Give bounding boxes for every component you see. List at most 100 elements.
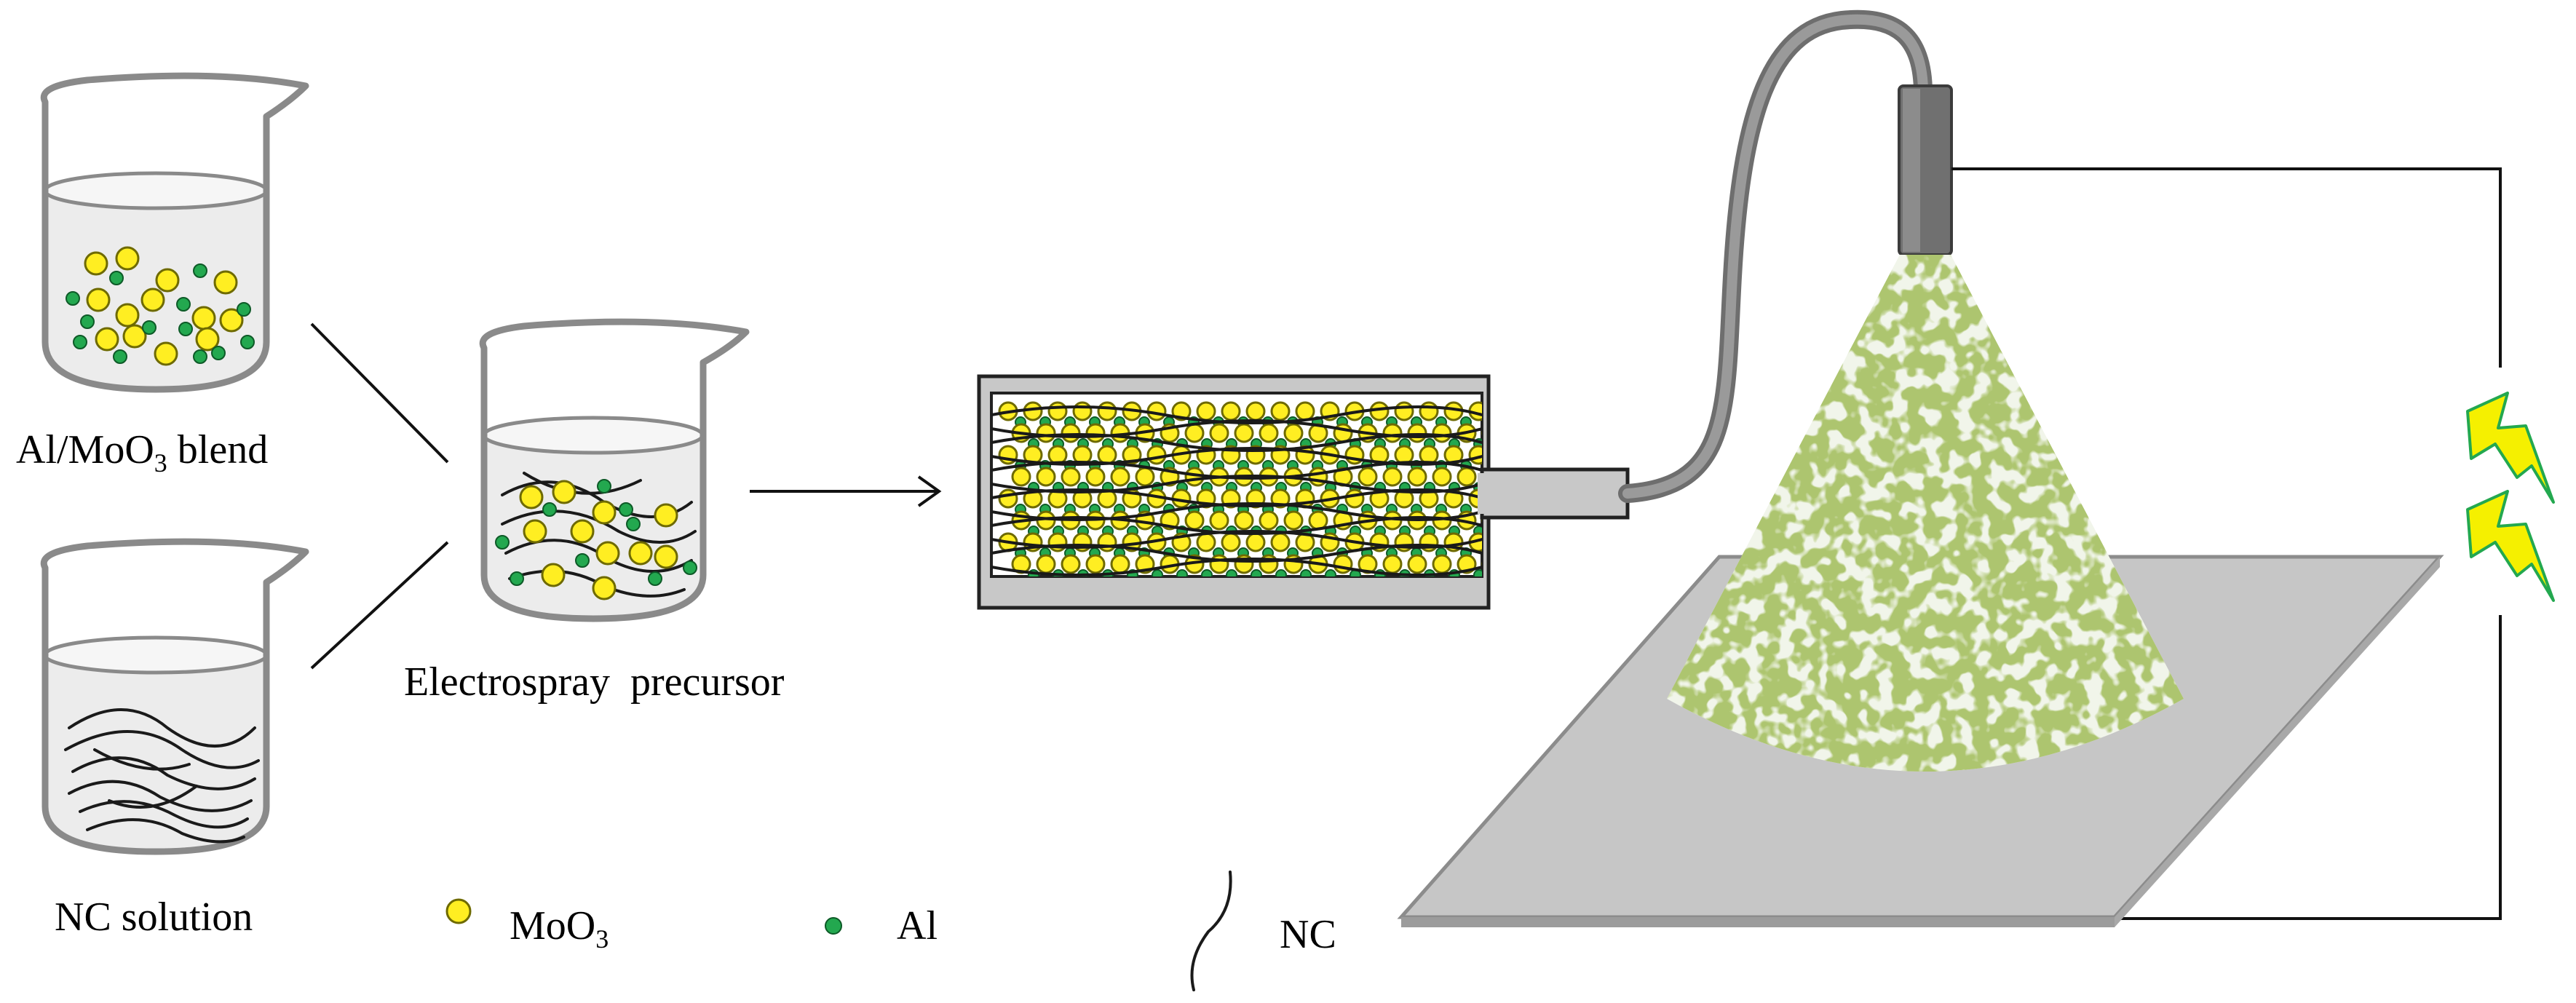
al-particle xyxy=(193,263,207,278)
nc-fiber xyxy=(991,488,1482,507)
moo3-particle xyxy=(84,251,108,276)
nozzle-icon xyxy=(1898,84,1953,256)
nc-fiber xyxy=(991,530,1482,549)
moo3-particle xyxy=(1097,401,1117,421)
al-particle xyxy=(1275,569,1287,576)
moo3-particle xyxy=(1344,488,1365,509)
moo3-particle xyxy=(523,519,547,544)
al-particle xyxy=(1201,569,1213,576)
moo3-particle xyxy=(1036,554,1056,574)
moo3-particle xyxy=(1184,423,1205,443)
legend-al-label: Al xyxy=(897,903,938,948)
syringe-fibers xyxy=(991,405,1482,576)
label-precursor: Electrospray precursor xyxy=(404,659,785,705)
moo3-particle xyxy=(1196,532,1216,552)
moo3-particle xyxy=(1221,401,1241,421)
moo3-particle xyxy=(1221,532,1241,552)
moo3-particle xyxy=(1036,423,1056,443)
legend-nc-swatch xyxy=(1190,871,1232,991)
moo3-particle xyxy=(1196,401,1216,421)
moo3-particle xyxy=(592,500,617,525)
al-particle xyxy=(648,571,662,586)
al-particle xyxy=(1300,569,1312,576)
al-particle xyxy=(178,322,193,336)
al-particle xyxy=(66,291,80,306)
moo3-particle xyxy=(592,576,617,600)
al-particle xyxy=(240,335,255,349)
moo3-particle xyxy=(115,303,140,328)
legend-nc-label: NC xyxy=(1280,912,1336,957)
al-particle xyxy=(1251,569,1262,576)
moo3-particle xyxy=(998,488,1018,509)
nc-fiber xyxy=(991,447,1482,466)
moo3-particle xyxy=(1110,467,1130,487)
moo3-particle xyxy=(1245,532,1266,552)
nc-fiber xyxy=(991,475,1482,493)
nc-fiber xyxy=(991,516,1482,535)
nc-fibers xyxy=(64,708,260,844)
al-particle xyxy=(1499,570,1509,580)
label-nc-solution: NC solution xyxy=(55,895,253,940)
al-particle xyxy=(1226,569,1237,576)
al-particle xyxy=(1325,569,1336,576)
label-blend: Al/MoO3 blend xyxy=(16,427,268,477)
moo3-particle xyxy=(213,270,238,295)
moo3-particle xyxy=(1135,467,1155,487)
moo3-particle xyxy=(1036,467,1056,487)
al-particle xyxy=(597,479,611,493)
beaker-nc xyxy=(40,538,309,855)
moo3-particle xyxy=(1234,510,1254,531)
moo3-particle xyxy=(1358,467,1378,487)
beaker-precursor xyxy=(479,318,750,622)
moo3-particle xyxy=(1259,510,1279,531)
moo3-particle xyxy=(155,268,180,293)
moo3-particle xyxy=(1184,510,1205,531)
moo3-particle xyxy=(654,544,678,569)
moo3-particle xyxy=(595,541,620,566)
moo3-particle xyxy=(1333,554,1353,574)
arrow-to-syringe xyxy=(750,475,942,507)
moo3-particle xyxy=(1061,467,1081,487)
moo3-particle xyxy=(570,519,595,544)
moo3-particle xyxy=(1382,467,1403,487)
al-particle xyxy=(109,271,124,285)
al-particle xyxy=(142,320,156,335)
moo3-particle xyxy=(140,288,165,312)
moo3-particle xyxy=(154,341,178,366)
moo3-particle xyxy=(1023,401,1043,421)
moo3-particle xyxy=(1369,401,1390,421)
moo3-particle xyxy=(1382,423,1403,443)
precursor-particles xyxy=(495,479,697,600)
moo3-particle xyxy=(1085,467,1106,487)
moo3-particle xyxy=(1407,423,1427,443)
al-particle xyxy=(542,502,557,517)
moo3-particle xyxy=(1457,467,1477,487)
al-particle xyxy=(113,349,127,364)
circuit-wire xyxy=(1951,167,2502,920)
moo3-particle xyxy=(1072,401,1093,421)
moo3-particle xyxy=(1245,401,1266,421)
moo3-particle xyxy=(195,327,220,352)
moo3-particle xyxy=(1419,401,1439,421)
al-particle xyxy=(575,553,590,568)
moo3-particle xyxy=(1061,554,1081,574)
al-particle xyxy=(211,346,226,360)
moo3-particle xyxy=(86,288,111,312)
al-particle xyxy=(193,349,207,364)
moo3-particle xyxy=(1407,467,1427,487)
beaker-blend xyxy=(40,72,309,393)
al-particle xyxy=(510,571,524,586)
moo3-particle xyxy=(1110,554,1130,574)
moo3-particle xyxy=(1283,423,1304,443)
al-particle xyxy=(1499,526,1509,536)
moo3-particle xyxy=(1308,510,1328,531)
moo3-particle xyxy=(1259,423,1279,443)
moo3-particle xyxy=(1209,510,1229,531)
moo3-particle xyxy=(1270,532,1291,552)
al-particle xyxy=(80,314,95,329)
moo3-particle xyxy=(1085,423,1106,443)
moo3-particle xyxy=(1432,554,1452,574)
moo3-particle xyxy=(1146,445,1167,465)
nc-fiber xyxy=(991,558,1482,576)
moo3-particle xyxy=(1085,554,1106,574)
